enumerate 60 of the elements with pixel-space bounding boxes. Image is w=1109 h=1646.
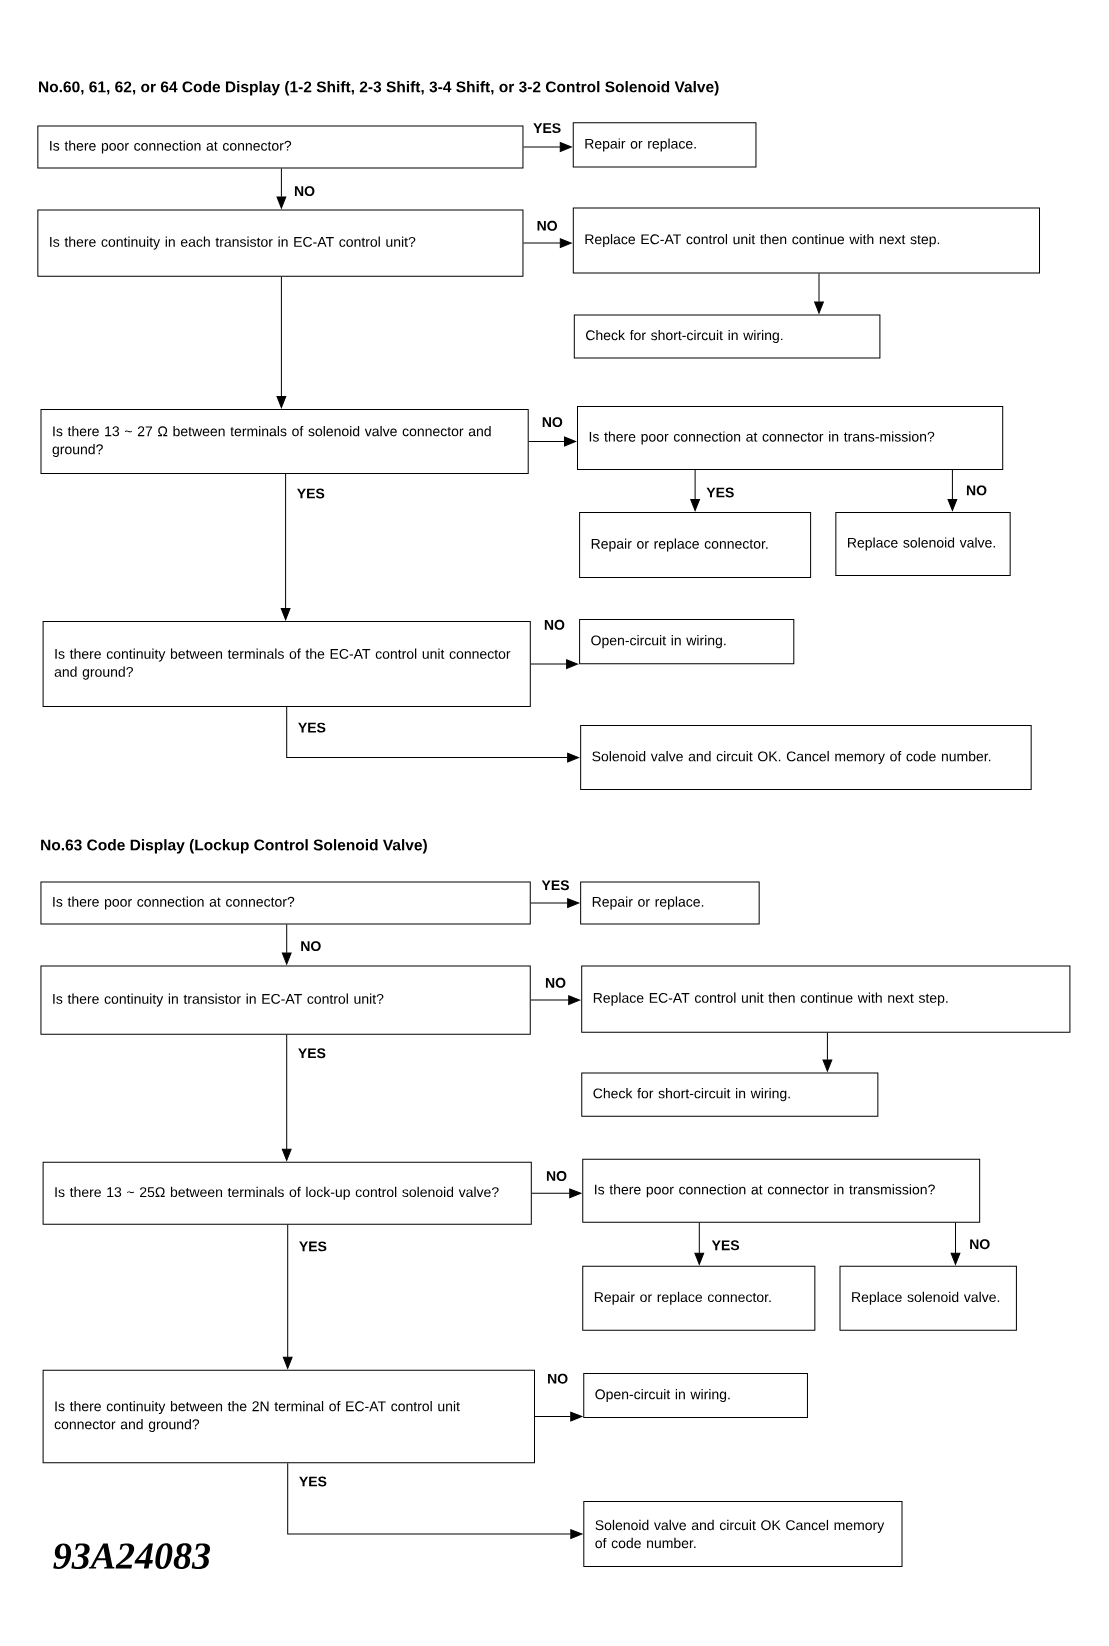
process-box: Solenoid valve and circuit OK Cancel memory of code number. bbox=[583, 1500, 903, 1568]
edge-label: YES bbox=[296, 1047, 327, 1060]
arrow bbox=[276, 168, 287, 209]
edge-label: NO bbox=[545, 1170, 568, 1182]
process-box: Open-circuit in wiring. bbox=[579, 619, 795, 665]
process-box: Repair or replace. bbox=[572, 122, 757, 168]
process-box: Repair or replace connector. bbox=[579, 511, 812, 579]
arrow bbox=[694, 1222, 705, 1265]
arrow bbox=[690, 469, 700, 512]
process-box: Is there continuity in transistor in EC-AT control unit? bbox=[40, 965, 531, 1035]
arrow bbox=[528, 436, 577, 447]
arrow bbox=[276, 276, 287, 409]
process-box: Solenoid valve and circuit OK. Cancel memory of code number. bbox=[580, 725, 1032, 791]
arrow bbox=[530, 659, 579, 669]
process-box: Replace EC-AT control unit then continue with next step. bbox=[581, 965, 1071, 1033]
arrow bbox=[947, 469, 958, 511]
process-box: Is there poor connection at connector in transmission? bbox=[582, 1158, 981, 1223]
process-box: Replace EC-AT control unit then continue with next step. bbox=[572, 207, 1040, 274]
arrow bbox=[522, 142, 572, 152]
arrow bbox=[814, 273, 824, 314]
process-box: Is there 13 ~ 27 Ω between terminals of solenoid valve connector and ground? bbox=[40, 409, 529, 474]
process-box: Replace solenoid valve. bbox=[835, 511, 1011, 576]
process-box: Replace solenoid valve. bbox=[839, 1265, 1017, 1331]
edge-label: NO bbox=[540, 416, 564, 429]
edge-label: YES bbox=[297, 1240, 328, 1253]
arrow bbox=[531, 1188, 582, 1199]
arrow bbox=[287, 1462, 583, 1539]
arrow bbox=[822, 1032, 833, 1072]
edge-label: NO bbox=[968, 1238, 992, 1251]
arrow bbox=[281, 1034, 292, 1161]
arrow bbox=[950, 1222, 961, 1265]
process-box: Is there continuity between terminals of the EC-AT control unit connector and ground? bbox=[42, 621, 531, 708]
arrow bbox=[522, 238, 572, 248]
figure-code: 93A24083 bbox=[53, 1543, 210, 1569]
process-box: Repair or replace connector. bbox=[582, 1265, 816, 1331]
process-box: Is there continuity in each transistor in EC-AT control unit? bbox=[37, 209, 524, 277]
edge-label: YES bbox=[540, 879, 571, 892]
edge-label: NO bbox=[965, 484, 988, 497]
heading: No.63 Code Display (Lockup Control Solenoid Valve) bbox=[41, 839, 427, 854]
arrow bbox=[534, 1411, 583, 1422]
edge-label: NO bbox=[293, 185, 316, 198]
process-box: Check for short-circuit in wiring. bbox=[573, 314, 881, 359]
arrow bbox=[282, 1224, 293, 1369]
edge-label: NO bbox=[299, 940, 323, 953]
process-box: Open-circuit in wiring. bbox=[583, 1372, 808, 1419]
edge-label: YES bbox=[710, 1239, 741, 1252]
arrow bbox=[280, 473, 291, 621]
process-box: Check for short-circuit in wiring. bbox=[581, 1072, 879, 1117]
arrow bbox=[530, 898, 580, 908]
edge-label: YES bbox=[532, 122, 563, 135]
arrow bbox=[286, 706, 580, 763]
process-box: Is there poor connection at connector? bbox=[40, 881, 531, 925]
process-box: Is there poor connection at connector? bbox=[37, 125, 524, 169]
arrow bbox=[530, 995, 581, 1005]
process-box: Repair or replace. bbox=[580, 881, 760, 925]
process-box: Is there continuity between the 2N terminal of EC-AT control unit connector and ground? bbox=[42, 1369, 535, 1464]
process-box: Is there 13 ~ 25Ω between terminals of lock-up control solenoid valve? bbox=[42, 1161, 532, 1225]
heading: No.60, 61, 62, or 64 Code Display (1-2 Shift, 2-3 Shift, 3-4 Shift, or 3-2 Control Solenoid Valve) bbox=[39, 81, 719, 96]
arrow bbox=[281, 924, 292, 965]
process-box: Is there poor connection at connector in trans-mission? bbox=[577, 405, 1004, 470]
